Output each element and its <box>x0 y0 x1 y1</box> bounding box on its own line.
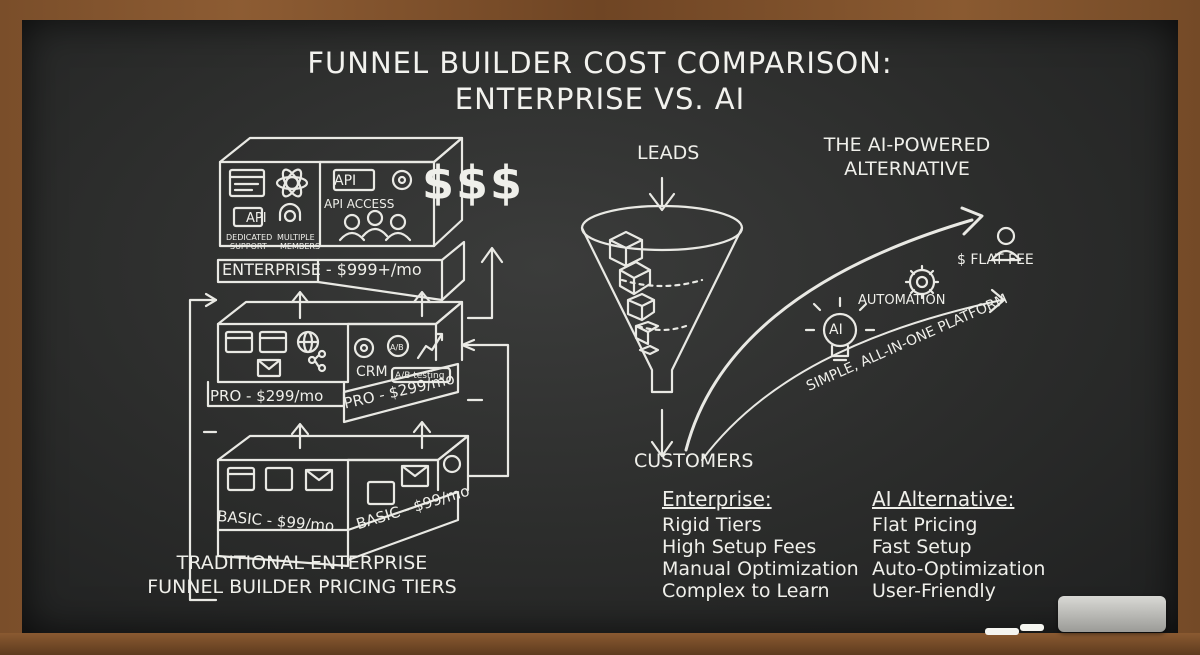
crm-label: CRM <box>356 364 388 380</box>
tiers-caption-line-1: TRADITIONAL ENTERPRISE <box>176 552 428 574</box>
basic-box <box>216 434 470 532</box>
enterprise-comparison-heading: Enterprise: <box>662 487 772 511</box>
ab-badge-label: A/B <box>390 343 404 352</box>
title-line-1: FUNNEL BUILDER COST COMPARISON: <box>307 46 893 80</box>
enterprise-band <box>216 240 466 302</box>
flat-fee-label: $ FLAT FEE <box>957 252 1034 268</box>
pricing-tiers-diagram: API API API ACCESS DEDICATED SUPPORT MUL… <box>188 136 510 602</box>
ai-item: Flat Pricing <box>872 514 978 536</box>
chalkboard: FUNNEL BUILDER COST COMPARISON: ENTERPRI… <box>22 20 1178 634</box>
svg-text:MULTIPLE: MULTIPLE <box>277 233 315 242</box>
enterprise-item: Complex to Learn <box>662 580 830 602</box>
ai-item: Auto-Optimization <box>872 558 1046 580</box>
ai-item: Fast Setup <box>872 536 972 558</box>
ai-comparison-heading: AI Alternative: <box>872 487 1015 511</box>
pro-band <box>206 362 460 424</box>
automation-label: AUTOMATION <box>858 293 946 308</box>
enterprise-box <box>218 136 464 248</box>
svg-text:DEDICATED: DEDICATED <box>226 233 272 242</box>
price-symbol: $$$ <box>422 156 525 210</box>
customers-label: CUSTOMERS <box>634 450 754 472</box>
tiers-caption-line-2: FUNNEL BUILDER PRICING TIERS <box>147 576 457 598</box>
chalk-stick <box>985 628 1019 635</box>
enterprise-item: High Setup Fees <box>662 536 817 558</box>
svg-text:API: API <box>246 211 267 226</box>
funnel-diagram <box>580 176 1022 461</box>
ai-heading-line-2: ALTERNATIVE <box>844 158 970 180</box>
svg-text:SUPPORT: SUPPORT <box>230 242 267 251</box>
api-access-label: API ACCESS <box>324 197 394 211</box>
ab-testing-label: A/B testing <box>395 371 444 381</box>
enterprise-tier-label: ENTERPRISE - $999+/mo <box>222 260 422 279</box>
ai-badge: AI <box>829 322 843 338</box>
ai-heading-line-1: THE AI-POWERED <box>823 134 991 156</box>
chalk-stick <box>1020 624 1044 631</box>
basic-band <box>216 490 460 568</box>
ai-comparison: AI Alternative: Flat Pricing Fast Setup … <box>872 488 1045 602</box>
leads-label: LEADS <box>637 142 700 164</box>
svg-text:MEMBERS: MEMBERS <box>280 242 320 251</box>
enterprise-comparison: Enterprise: Rigid Tiers High Setup Fees … <box>662 488 859 602</box>
pro-box <box>216 300 464 384</box>
title-line-2: ENTERPRISE VS. AI <box>454 82 746 116</box>
chalk-tray <box>0 633 1200 655</box>
svg-text:API: API <box>334 173 356 189</box>
enterprise-item: Manual Optimization <box>662 558 859 580</box>
chalkboard-eraser <box>1058 596 1166 632</box>
enterprise-item: Rigid Tiers <box>662 514 762 536</box>
ai-item: User-Friendly <box>872 580 996 602</box>
pro-tier-front-label: PRO - $299/mo <box>210 387 324 405</box>
